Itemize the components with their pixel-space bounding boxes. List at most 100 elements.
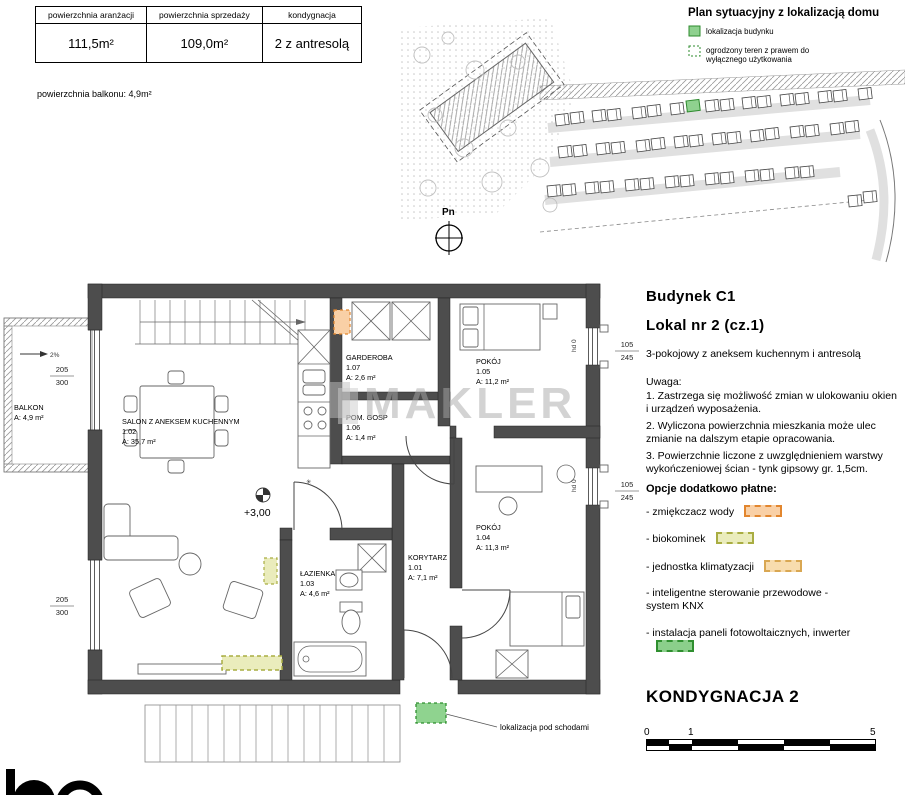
sink: [302, 369, 326, 384]
window-note-bottom: hd 0: [571, 479, 578, 492]
spec-header-sprzedaz: powierzchnia sprzedaży: [146, 6, 263, 24]
option-location-yellow: [263, 557, 278, 585]
boiler-symbol: ✳: [306, 479, 312, 486]
site-boundary: [539, 199, 871, 233]
option-zmiekczacz-label: - zmiękczacz wody: [646, 505, 735, 518]
highlighted-building: [685, 98, 701, 113]
under-stairs-note: lokalizacja pod schodami: [500, 723, 589, 732]
room-label-korytarz: KORYTARZ 1.01 A: 7,1 m²: [408, 553, 448, 582]
balcony: 2%: [3, 317, 93, 473]
agency-logo: [6, 769, 103, 795]
svg-text:A: 4,9 m²: A: 4,9 m²: [14, 413, 44, 422]
svg-text:SALON Z ANEKSEM KUCHENNYM: SALON Z ANEKSEM KUCHENNYM: [122, 417, 240, 426]
coffee-table: [178, 552, 202, 576]
option-klimatyzacja: - jednostka klimatyzacji: [646, 559, 861, 574]
option-zmiekczacz: - zmiękczacz wody: [646, 504, 861, 519]
wardrobe-104: [495, 649, 529, 679]
unit-subtitle: 3-pokojowy z aneksem kuchennym i antreso…: [646, 348, 861, 360]
legend-fenced-area: ogrodzony teren z prawem do wyłącznego u…: [688, 45, 810, 64]
floor-level-label: KONDYGNACJA 2: [646, 686, 800, 706]
svg-text:A: 2,6 m²: A: 2,6 m²: [346, 373, 376, 382]
notes-title: Uwaga:: [646, 376, 682, 388]
svg-text:1.03: 1.03: [300, 579, 314, 588]
slope-label: 2%: [50, 352, 60, 359]
svg-text:A: 4,6 m²: A: 4,6 m²: [300, 589, 330, 598]
svg-text:205: 205: [56, 595, 69, 604]
sofa: [103, 503, 179, 561]
svg-text:POM. GOSP: POM. GOSP: [346, 413, 388, 422]
option-fotowoltaika-label: - instalacja paneli fotowoltaicznych, in…: [646, 626, 851, 639]
note-3: 3. Powierzchnie liczone z uwzględnieniem…: [646, 449, 883, 476]
desk-104: [475, 465, 543, 516]
svg-text:245: 245: [621, 493, 634, 502]
building-title: Budynek C1: [646, 288, 736, 305]
svg-text:205: 205: [56, 365, 69, 374]
svg-text:A: 35,7 m²: A: 35,7 m²: [122, 437, 156, 446]
svg-text:245: 245: [621, 353, 634, 362]
tree-circles: [413, 31, 558, 213]
unit-title: Lokal nr 2 (cz.1): [646, 317, 765, 334]
svg-text:POKÓJ: POKÓJ: [476, 523, 501, 532]
svg-text:105: 105: [621, 340, 634, 349]
window-note-top: hd 0: [571, 339, 578, 352]
svg-text:105: 105: [621, 480, 634, 489]
svg-text:A: 7,1 m²: A: 7,1 m²: [408, 573, 438, 582]
svg-text:A: 11,2 m²: A: 11,2 m²: [476, 377, 510, 386]
svg-text:1.01: 1.01: [408, 563, 422, 572]
svg-text:GARDEROBA: GARDEROBA: [346, 353, 393, 362]
legend-building-label: lokalizacja budynku: [706, 27, 774, 36]
legend-building-swatch: [688, 25, 701, 37]
washing-machine: [357, 543, 387, 573]
dimension-left-top: 205 300: [50, 365, 74, 387]
biokominek-location: [221, 655, 283, 671]
spec-value-aranzacja: 111,5m²: [35, 23, 147, 63]
scale-bar: 0 1 5: [644, 726, 878, 755]
bed-104: [509, 591, 585, 647]
svg-text:300: 300: [56, 378, 69, 387]
room-label-balkon: BALKON A: 4,9 m²: [14, 403, 44, 422]
note-2: 2. Wyliczona powierzchnia mieszkania moż…: [646, 419, 876, 446]
svg-text:BALKON: BALKON: [14, 403, 44, 412]
zmiekczacz-swatch: [744, 504, 783, 517]
scale-label-0: 0: [644, 726, 650, 738]
note-1: 1. Zastrzega się możliwość zmian w uloko…: [646, 390, 897, 416]
room-label-garderoba: GARDEROBA 1.07 A: 2,6 m²: [346, 353, 393, 382]
stairs-antresola: [135, 299, 320, 345]
bathtub: [293, 641, 367, 677]
svg-text:1.05: 1.05: [476, 367, 490, 376]
doors: [293, 435, 511, 679]
legend-fenced-swatch: [688, 45, 701, 57]
dimension-right-top: 105 245: [615, 340, 639, 362]
option-klimatyzacja-label: - jednostka klimatyzacji: [646, 560, 754, 573]
dining-set: [123, 370, 229, 474]
svg-text:1.07: 1.07: [346, 363, 360, 372]
armchair-1: [129, 578, 171, 618]
svg-text:1.04: 1.04: [476, 533, 490, 542]
under-stairs-location-box: [415, 702, 447, 724]
details-panel: Budynek C1 Lokal nr 2 (cz.1) 3-pokojowy …: [644, 288, 902, 755]
spec-value-sprzedaz: 109,0m²: [146, 23, 263, 63]
svg-text:POKÓJ: POKÓJ: [476, 357, 501, 366]
leader-line: [445, 713, 498, 728]
spec-value-kondygnacja: 2 z antresolą: [261, 23, 363, 63]
svg-text:1.02: 1.02: [122, 427, 136, 436]
bathroom-sink: [335, 569, 363, 591]
toilet: [339, 601, 363, 635]
spec-table: powierzchnia aranżacji powierzchnia sprz…: [35, 6, 363, 63]
level-marker: +3,00: [244, 487, 271, 519]
plant: [556, 464, 576, 484]
walls: [87, 283, 601, 695]
external-stairs: [144, 704, 401, 763]
svg-text:A: 11,3 m²: A: 11,3 m²: [476, 543, 510, 552]
svg-text:A: 1,4 m²: A: 1,4 m²: [346, 433, 376, 442]
room-label-lazienka: ŁAZIENKA 1.03 A: 4,6 m²: [300, 569, 335, 598]
stove-burner: [303, 406, 313, 416]
svg-text:KORYTARZ: KORYTARZ: [408, 553, 448, 562]
site-large-building: [419, 32, 565, 163]
site-plan: Plan sytuacyjny z lokalizacją domu lokal…: [400, 7, 905, 263]
scale-label-5: 5: [870, 726, 876, 738]
zmiekczacz-location: [333, 309, 351, 335]
svg-text:1.06: 1.06: [346, 423, 360, 432]
slope-arrow: [40, 351, 48, 357]
dimension-left-bottom: 205 300: [50, 595, 74, 617]
